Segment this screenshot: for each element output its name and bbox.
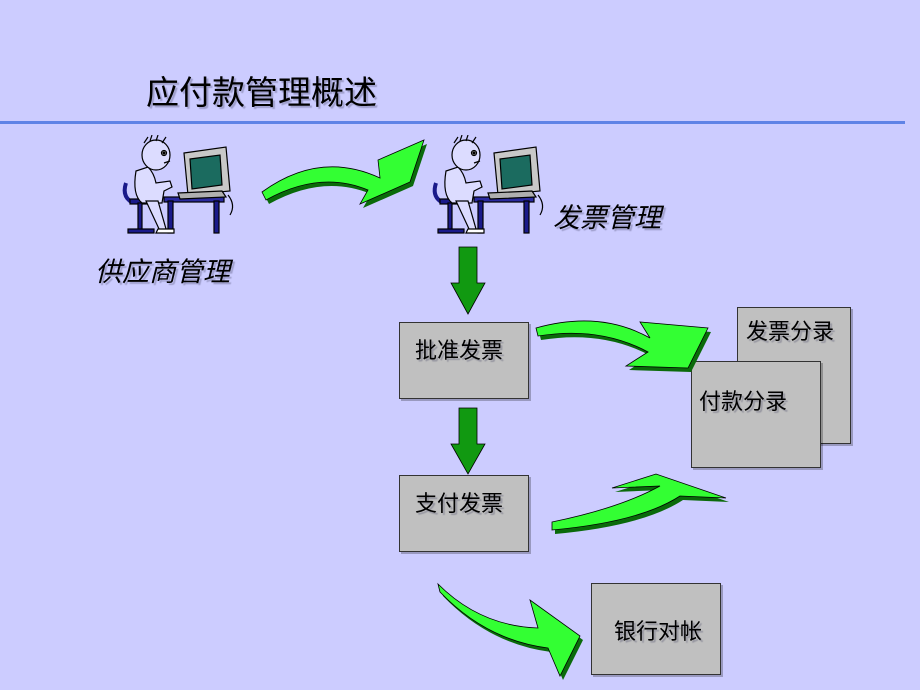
approve-invoice-box: 批准发票 bbox=[399, 322, 529, 399]
pay-invoice-box: 支付发票 bbox=[399, 475, 529, 552]
title-divider bbox=[0, 121, 905, 124]
payment-entry-box: 付款分录 bbox=[691, 361, 821, 468]
payment-entry-label: 付款分录 bbox=[699, 390, 788, 415]
curved-arrow-pay-to-entries bbox=[551, 473, 729, 534]
person-at-computer-icon bbox=[122, 135, 234, 234]
approve-invoice-label: 批准发票 bbox=[415, 339, 504, 364]
page-title: 应付款管理概述 bbox=[146, 73, 377, 112]
supplier-management-label: 供应商管理 bbox=[95, 257, 230, 288]
pay-invoice-label: 支付发票 bbox=[415, 492, 504, 517]
bank-reconcile-box: 银行对帐 bbox=[591, 583, 721, 675]
curved-arrow-to-bank-reconcile bbox=[437, 582, 583, 680]
invoice-entry-label: 发票分录 bbox=[746, 320, 835, 345]
invoice-management-label: 发票管理 bbox=[553, 203, 661, 234]
bank-reconcile-label: 银行对帐 bbox=[614, 620, 703, 645]
down-arrow-to-pay bbox=[450, 407, 486, 475]
person-at-computer-icon bbox=[432, 135, 544, 234]
down-arrow-to-approve bbox=[450, 246, 486, 315]
curved-arrow-supplier-to-invoice bbox=[261, 139, 427, 208]
curved-arrow-approve-to-entries bbox=[535, 320, 711, 372]
